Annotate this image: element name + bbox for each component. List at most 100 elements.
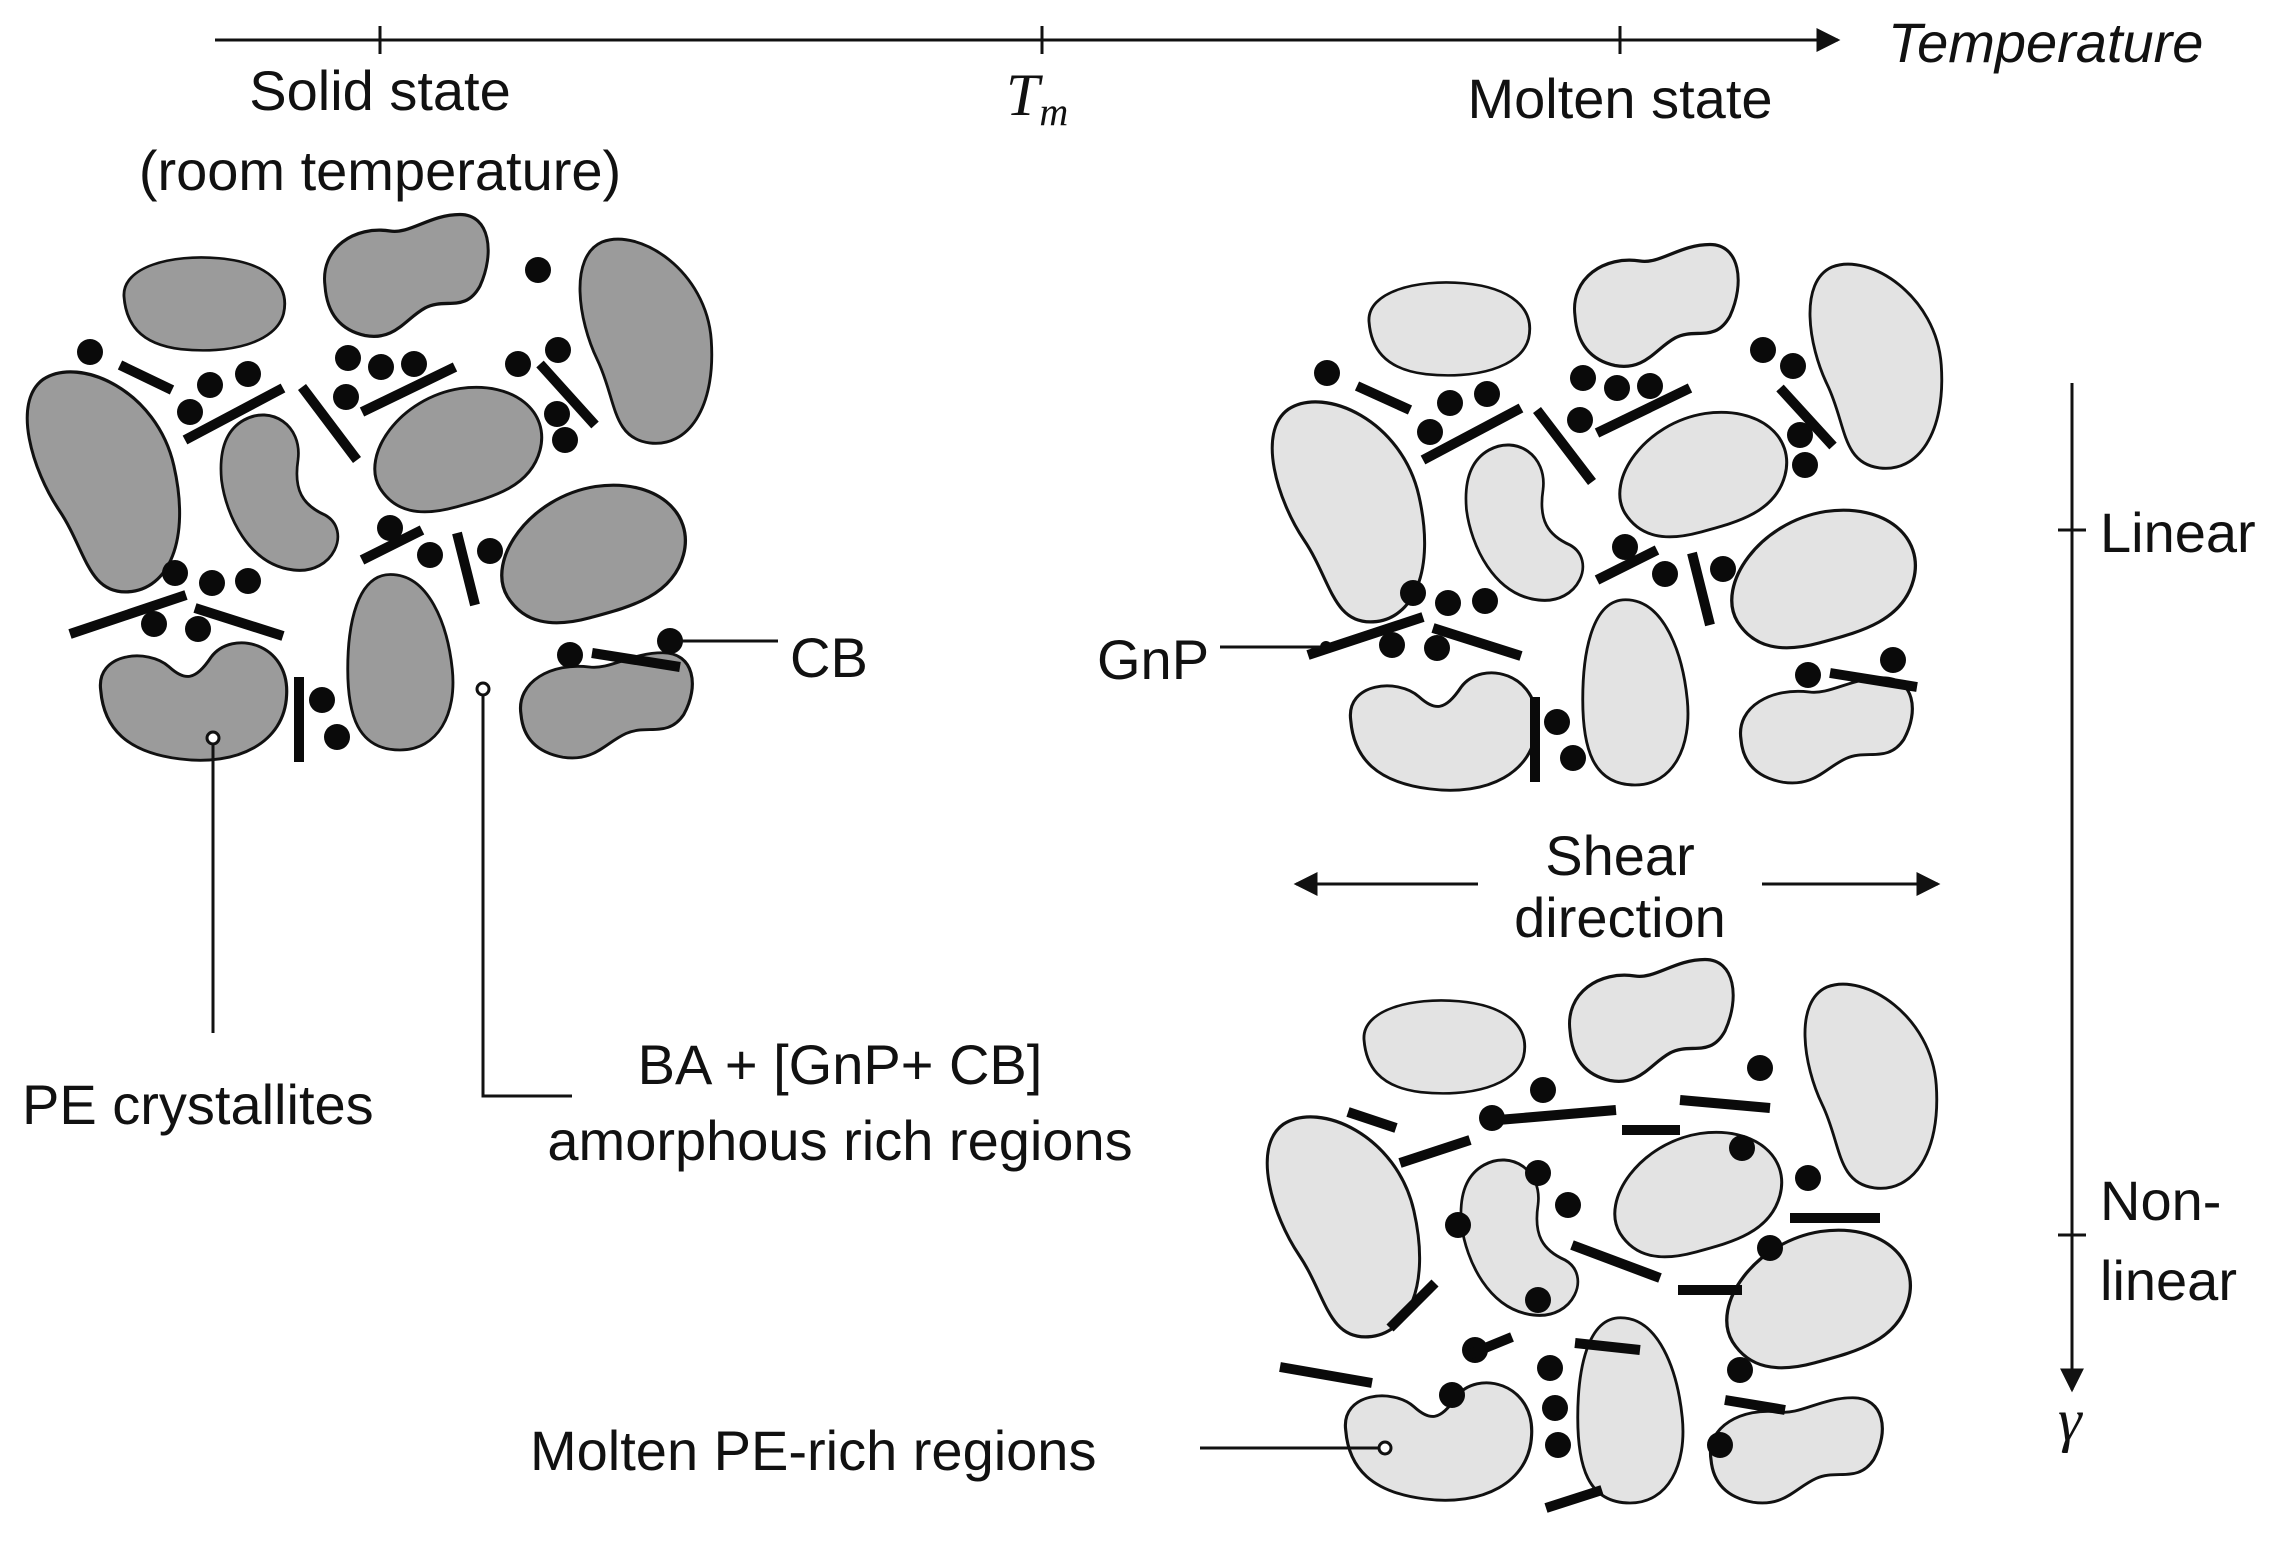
cb-particle (177, 399, 203, 425)
solid-state-label: Solid state (249, 59, 511, 122)
gnp-platelet (1570, 1240, 1662, 1283)
cb-particle (1314, 360, 1340, 386)
gnp-platelet (1497, 1105, 1617, 1125)
pe-crystallite-marker (205, 730, 221, 746)
cb-particle (401, 351, 427, 377)
gnp-platelet (193, 603, 285, 641)
pe-crystallite (578, 237, 714, 445)
gnp-platelet (359, 362, 458, 417)
cb-particle (1545, 1432, 1571, 1458)
cb-particle (1757, 1235, 1783, 1261)
cb-particle (1530, 1077, 1556, 1103)
gnp-platelet (117, 360, 175, 395)
molten-pe-region (1343, 1381, 1534, 1502)
cb-particle (1637, 373, 1663, 399)
cb-particle (1880, 647, 1906, 673)
gnp-platelet (591, 648, 681, 672)
gnp-platelet (1594, 383, 1693, 438)
cb-particle (1567, 407, 1593, 433)
cb-particle (199, 570, 225, 596)
strain-axis: Linear Non- linear γ (2058, 383, 2256, 1453)
gnp-platelet (1679, 1095, 1771, 1113)
gnp-platelet (1687, 551, 1715, 627)
cb-particle (1604, 375, 1630, 401)
cb-particle (1707, 1432, 1733, 1458)
molten-pe-region (1567, 957, 1735, 1084)
cb-particle (1474, 381, 1500, 407)
gnp-platelet (1574, 1338, 1641, 1355)
molten-pe-region (1803, 982, 1939, 1190)
pe-crystallite (219, 413, 340, 572)
molten-pe-region (1459, 1158, 1580, 1317)
pe-crystallite (500, 483, 688, 625)
shear-label-2: direction (1514, 886, 1726, 949)
molten-pe-region (1581, 598, 1690, 787)
cb-particle (552, 427, 578, 453)
molten-pe-region (1730, 508, 1918, 650)
pe-crystallite (122, 256, 287, 352)
amorphous-label-2: amorphous rich regions (547, 1109, 1132, 1172)
cb-particle (1544, 709, 1570, 735)
gnp-platelet (359, 525, 425, 565)
cb-particle (185, 616, 211, 642)
cb-particle (1795, 1165, 1821, 1191)
cb-particle (657, 628, 683, 654)
cb-particle (1727, 1357, 1753, 1383)
cb-particle (309, 687, 335, 713)
gnp-platelet (1398, 1135, 1472, 1168)
molten-pe-region (1708, 1396, 1884, 1505)
cb-label: CB (790, 626, 868, 689)
pe-crystallite (98, 641, 289, 762)
cb-particle (1792, 452, 1818, 478)
gnp-platelet (1279, 1362, 1373, 1388)
cb-particle (1560, 745, 1586, 771)
gnp-platelet (1386, 1279, 1439, 1332)
cb-particle (1780, 353, 1806, 379)
cb-particle (162, 560, 188, 586)
cb-particle (377, 515, 403, 541)
nonlinear-label-1: Non- (2100, 1169, 2221, 1232)
cb-particle (235, 361, 261, 387)
cb-particle (477, 538, 503, 564)
cb-particle (333, 384, 359, 410)
gnp-platelet (1466, 1332, 1514, 1360)
cb-particle (1555, 1192, 1581, 1218)
cb-particle (1417, 419, 1443, 445)
pe-crystallite (322, 212, 490, 339)
gnp-leader-end (1320, 641, 1332, 653)
solid-state-morphology (18, 212, 714, 762)
molten-pe-region (1572, 242, 1740, 369)
cb-particle (1542, 1395, 1568, 1421)
molten-pe-region (1348, 671, 1539, 792)
linear-label: Linear (2100, 501, 2256, 564)
cb-particle (1472, 588, 1498, 614)
cb-particle (1795, 662, 1821, 688)
gnp-platelet (1829, 668, 1918, 692)
amorphous-leader (481, 695, 572, 1098)
cb-particle (1435, 590, 1461, 616)
cb-particle (1424, 635, 1450, 661)
gnp-platelet (1354, 381, 1413, 415)
gnp-platelet (1533, 406, 1596, 486)
cb-particles (77, 257, 683, 750)
molten-nonlinear-morphology (1258, 957, 1939, 1513)
cb-particle (1525, 1160, 1551, 1186)
gnp-platelet (1544, 1485, 1604, 1513)
gnp-platelet (536, 360, 599, 429)
cb-particle (1537, 1355, 1563, 1381)
molten-pe-label: Molten PE-rich regions (530, 1419, 1096, 1482)
cb-particle (417, 542, 443, 568)
molten-pe-region (1367, 281, 1532, 377)
molten-pe-marker (1377, 1440, 1393, 1456)
shear-direction: Shear direction (1293, 824, 1941, 949)
cb-particle (1652, 561, 1678, 587)
cb-particle (505, 351, 531, 377)
cb-particle (525, 257, 551, 283)
pe-crystallite (346, 573, 455, 752)
pe-crystallites-label: PE crystallites (22, 1073, 374, 1136)
gnp-platelet (1724, 1395, 1786, 1415)
cb-particle (557, 642, 583, 668)
shear-label-1: Shear (1545, 824, 1694, 887)
cb-particle (1525, 1287, 1551, 1313)
temperature-label: Temperature (1888, 11, 2203, 74)
